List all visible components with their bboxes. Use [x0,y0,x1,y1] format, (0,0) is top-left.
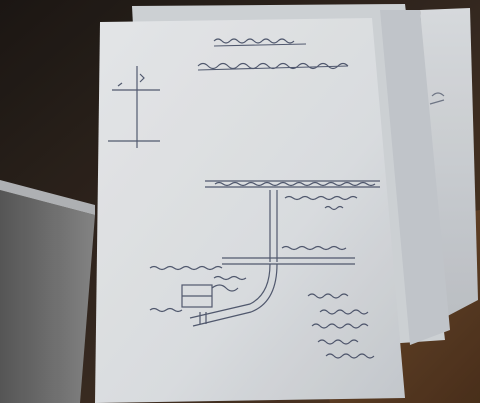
back-paper-right [420,8,478,320]
handwritten-header [197,38,349,71]
back-paper-marks [429,92,445,105]
grey-board [0,190,95,403]
main-paper [95,18,405,403]
axis-sketch [108,66,160,148]
pipe-sketch [149,180,380,327]
board-edge [0,180,95,215]
back-paper-side [380,10,450,345]
handwritten-notes [307,293,375,359]
